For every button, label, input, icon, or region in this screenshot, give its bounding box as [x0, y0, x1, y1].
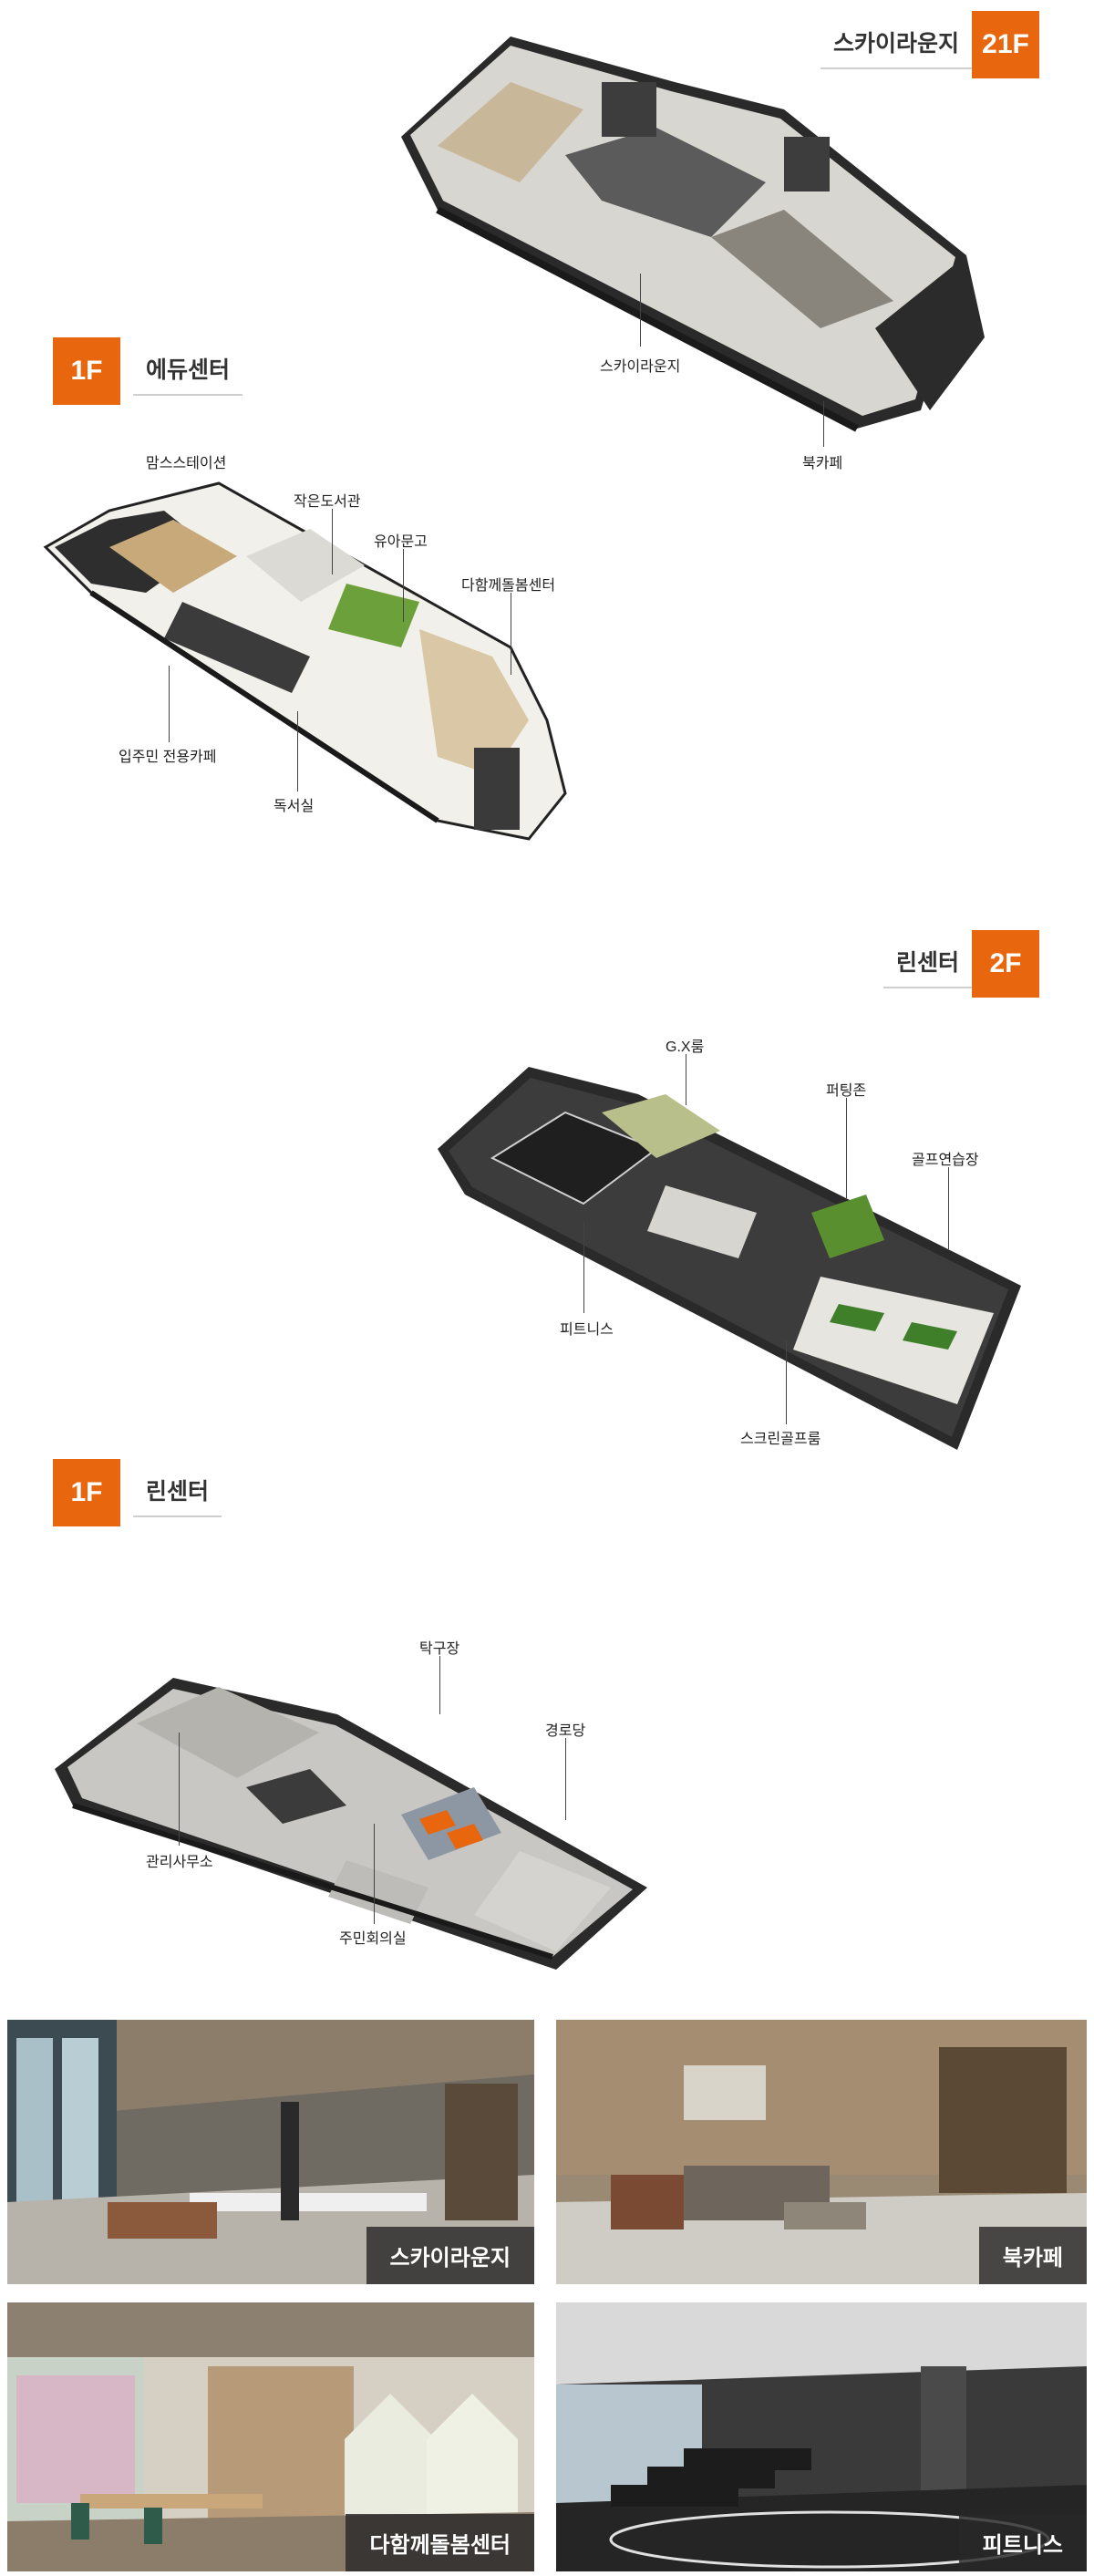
label-management-office: 관리사무소 — [146, 1855, 213, 1870]
section-fitness-2f: 린센터 2F G.X룸 퍼팅존 골프연습장 피트니스 스크린골프룸 — [0, 921, 1094, 1459]
photo-caption: 피트니스 — [958, 2514, 1087, 2571]
photo-caption: 북카페 — [978, 2227, 1087, 2284]
floor-badge: 1F — [53, 1459, 120, 1526]
floor-badge: 2F — [972, 930, 1039, 998]
leader-line — [179, 1733, 180, 1846]
leader-line — [786, 1340, 787, 1424]
photo-caption: 다함께돌봄센터 — [346, 2514, 534, 2571]
section-title: 린센터 — [133, 1474, 222, 1517]
floor-badge: 1F — [53, 337, 120, 405]
label-skylounge: 스카이라운지 — [600, 359, 681, 375]
label-small-library: 작은도서관 — [294, 494, 361, 510]
section-title: 에듀센터 — [133, 352, 243, 396]
label-kids-library: 유아문고 — [374, 534, 428, 550]
photo-bookcafe-image — [556, 2020, 1087, 2284]
label-pingpong: 탁구장 — [419, 1641, 460, 1657]
label-putting-zone: 퍼팅존 — [826, 1083, 867, 1099]
leader-line — [846, 1098, 847, 1198]
leader-line — [439, 1656, 440, 1714]
leader-line — [403, 549, 404, 622]
label-fitness: 피트니스 — [560, 1322, 614, 1338]
leader-line — [583, 1222, 584, 1313]
label-reading-room: 독서실 — [274, 799, 315, 814]
section-title: 스카이라운지 — [820, 26, 972, 69]
photo-care-center: 다함께돌봄센터 — [7, 2302, 534, 2571]
label-gx-room: G.X룸 — [666, 1040, 705, 1055]
floorplan-fitness-2f — [438, 1067, 1021, 1450]
section-educenter: 1F 에듀센터 맘스스테이션 작은도서관 유아문고 다함께돌봄센터 입주민 전용… — [0, 328, 1094, 875]
section-skylounge: 스카이라운지 21F 스카이라운지 북카페 — [0, 0, 1094, 474]
leader-line — [374, 1824, 375, 1924]
leader-line — [565, 1738, 566, 1820]
leader-line — [332, 509, 333, 574]
photo-skylounge: 스카이라운지 — [7, 2020, 534, 2284]
floorplan-skylounge — [401, 36, 985, 432]
leader-line — [823, 401, 824, 447]
photo-bookcafe: 북카페 — [556, 2020, 1087, 2284]
section-title: 린센터 — [882, 945, 972, 988]
label-golf-range: 골프연습장 — [912, 1153, 979, 1168]
section-fitness-1f: 1F 린센터 탁구장 경로당 관리사무소 주민회의실 — [0, 1459, 1094, 1970]
leader-line — [640, 274, 641, 347]
label-senior-center: 경로당 — [545, 1723, 586, 1739]
label-bookcafe: 북카페 — [802, 456, 843, 471]
leader-line — [948, 1167, 949, 1249]
photo-caption: 스카이라운지 — [366, 2227, 534, 2284]
leader-line — [169, 666, 170, 742]
label-care-center: 다함께돌봄센터 — [461, 578, 556, 594]
label-meeting-hall: 주민회의실 — [339, 1931, 407, 1947]
leader-line — [297, 711, 298, 791]
label-moms-station: 맘스스테이션 — [146, 456, 227, 471]
label-screen-golf: 스크린골프룸 — [740, 1432, 821, 1447]
floorplan-fitness-1f — [55, 1678, 647, 1970]
label-resident-cafe: 입주민 전용카페 — [119, 750, 217, 765]
floorplan-educenter — [43, 481, 567, 841]
floor-badge: 21F — [972, 11, 1039, 78]
photo-fitness: 피트니스 — [556, 2302, 1087, 2571]
